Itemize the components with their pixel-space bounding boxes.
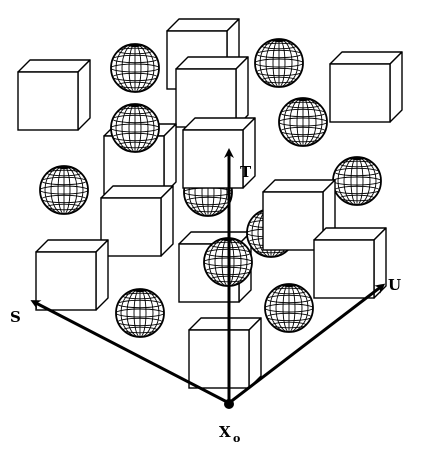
origin-point	[224, 399, 234, 409]
sphere-icon	[109, 42, 161, 94]
s-axis-label: S	[10, 308, 21, 326]
t-axis-label: T	[240, 163, 252, 181]
front-layer	[114, 236, 315, 389]
back-layer	[17, 18, 403, 131]
cube-icon	[17, 59, 91, 131]
sphere-icon	[331, 155, 383, 207]
cube-icon	[313, 227, 387, 299]
cube-icon	[100, 185, 174, 257]
origin-label: X	[219, 423, 231, 441]
sphere-icon	[263, 282, 315, 334]
sphere-icon	[253, 37, 305, 89]
s-axis	[30, 300, 230, 405]
sphere-icon	[109, 102, 161, 154]
coordinate-axes	[30, 148, 386, 409]
cube-icon	[35, 239, 109, 311]
u-axis	[228, 283, 386, 405]
sphere-icon	[277, 96, 329, 148]
cube-icon	[188, 317, 262, 389]
sphere-icon	[38, 164, 90, 216]
cube-icon	[175, 56, 249, 128]
origin-label-subscript: o	[233, 432, 240, 445]
cube-icon	[329, 51, 403, 123]
sphere-icon	[114, 287, 166, 339]
u-axis-label: U	[388, 276, 401, 294]
